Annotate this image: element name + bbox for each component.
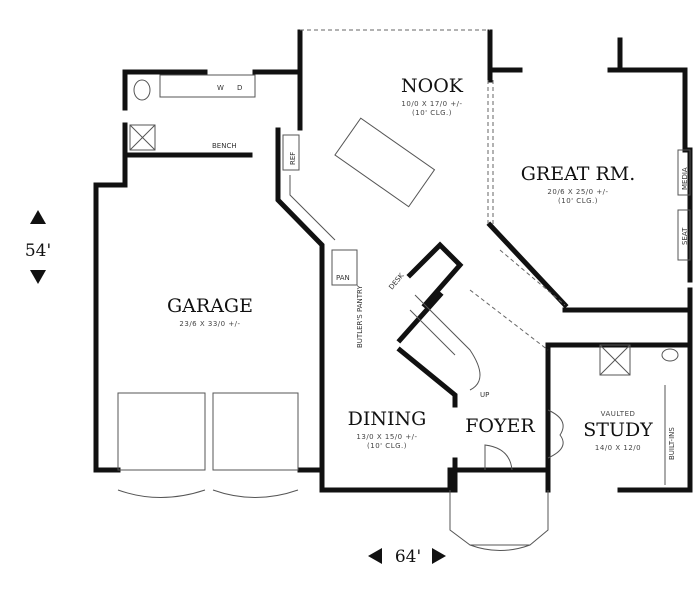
stairs-up-label: UP	[480, 391, 489, 399]
svg-text:NOOK: NOOK	[401, 75, 464, 97]
details	[117, 29, 691, 551]
width-label: 64'	[395, 547, 421, 567]
washer-label: W	[217, 84, 224, 92]
room-garage: GARAGE 23/6 X 33/0 +/-	[167, 295, 253, 328]
arrow-up-icon	[30, 210, 46, 224]
room-study: VAULTED STUDY 14/0 X 12/0	[583, 410, 653, 452]
front-porch	[449, 490, 549, 546]
fixture-labels: W D BENCH REF PAN BUTLER'S PANTRY DESK U…	[212, 84, 689, 460]
arrow-right-icon	[432, 548, 446, 564]
staircase	[409, 294, 481, 391]
svg-text:GARAGE: GARAGE	[167, 295, 253, 317]
media-label: MEDIA	[681, 167, 689, 190]
room-great-room: GREAT RM. 20/6 X 25/0 +/- (10' CLG.)	[521, 163, 636, 205]
room-nook: NOOK 10/0 X 17/0 +/- (10' CLG.)	[401, 75, 464, 117]
shower	[599, 344, 631, 376]
study-doors	[547, 409, 564, 459]
svg-text:VAULTED: VAULTED	[601, 410, 636, 418]
depth-label: 54'	[25, 241, 51, 261]
svg-text:23/6 X 33/0 +/-: 23/6 X 33/0 +/-	[179, 320, 240, 328]
depth-dimension: 54'	[25, 210, 51, 284]
butlers-pantry-label: BUTLER'S PANTRY	[356, 285, 364, 348]
built-ins-label: BUILT-INS	[668, 427, 676, 460]
room-foyer: FOYER	[465, 415, 535, 437]
shower	[129, 124, 156, 151]
width-dimension: 64'	[368, 547, 446, 567]
dryer-label: D	[237, 84, 242, 92]
garage-door	[212, 392, 299, 471]
laundry-counter	[159, 74, 256, 98]
arrow-down-icon	[30, 270, 46, 284]
seat-label: SEAT	[681, 227, 689, 245]
svg-text:10/0 X 17/0 +/-: 10/0 X 17/0 +/-	[401, 100, 462, 108]
kitchen-island	[334, 117, 436, 208]
garage-door	[117, 392, 206, 471]
svg-text:FOYER: FOYER	[465, 415, 535, 437]
svg-text:GREAT RM.: GREAT RM.	[521, 163, 636, 185]
toilet	[661, 348, 679, 362]
arrow-left-icon	[368, 548, 382, 564]
svg-text:(10' CLG.): (10' CLG.)	[367, 442, 407, 450]
room-dining: DINING 13/0 X 15/0 +/- (10' CLG.)	[348, 408, 427, 450]
desk-label: DESK	[387, 271, 406, 291]
toilet	[133, 79, 151, 101]
svg-text:(10' CLG.): (10' CLG.)	[412, 109, 452, 117]
svg-text:20/6 X 25/0 +/-: 20/6 X 25/0 +/-	[547, 188, 608, 196]
bench-label: BENCH	[212, 142, 237, 150]
svg-text:(10' CLG.): (10' CLG.)	[558, 197, 598, 205]
pantry-label: PAN	[336, 274, 350, 282]
svg-text:14/0 X 12/0: 14/0 X 12/0	[595, 444, 641, 452]
ref-label: REF	[289, 152, 297, 165]
svg-text:13/0 X 15/0 +/-: 13/0 X 15/0 +/-	[356, 433, 417, 441]
svg-text:STUDY: STUDY	[583, 419, 653, 441]
svg-text:DINING: DINING	[348, 408, 427, 430]
front-door	[484, 444, 513, 471]
